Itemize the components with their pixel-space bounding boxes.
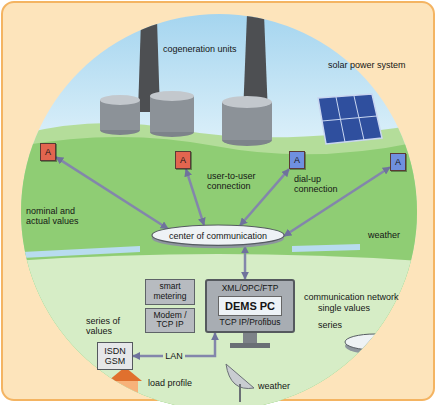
dish-mast bbox=[239, 384, 241, 402]
signal-box: A bbox=[390, 153, 406, 171]
node-text: A bbox=[180, 155, 186, 165]
connector bbox=[284, 167, 390, 236]
edge-label: dial-up connection bbox=[294, 174, 344, 195]
gateway-box: ISDN GSM bbox=[97, 342, 133, 371]
tank bbox=[222, 96, 272, 108]
caption-label: cogeneration units bbox=[163, 44, 237, 54]
caption-label: communication network bbox=[304, 292, 399, 302]
hub-face bbox=[152, 225, 284, 245]
connector bbox=[186, 169, 204, 225]
data-flow-band bbox=[292, 244, 360, 252]
node-text: center of communication bbox=[169, 231, 267, 241]
edge-label: LAN bbox=[163, 351, 185, 361]
node-text: XML/OPC/FTP bbox=[222, 284, 279, 294]
tank bbox=[100, 95, 140, 105]
tank bbox=[150, 96, 194, 132]
data-flow-band bbox=[22, 246, 140, 258]
dems-pc: XML/OPC/FTP DEMS PCTCP IP/Profibus bbox=[205, 279, 295, 333]
monitor-base bbox=[230, 343, 270, 348]
edge-label: nominal and actual values bbox=[26, 206, 88, 227]
caption-label: weather bbox=[368, 230, 400, 240]
signal-box: A bbox=[40, 143, 56, 161]
node-text: DEMS PC bbox=[218, 296, 282, 317]
node-text: A bbox=[45, 147, 51, 157]
caption-label: series of values bbox=[86, 316, 128, 337]
hill bbox=[0, 137, 436, 405]
lower-ground bbox=[0, 254, 436, 405]
far-hill bbox=[0, 122, 436, 405]
network-disc bbox=[345, 334, 405, 350]
signal-box: A bbox=[175, 151, 191, 169]
caption-label: load profile bbox=[148, 378, 192, 388]
caption-label: single values bbox=[318, 303, 370, 313]
solar-panel bbox=[318, 94, 382, 144]
communication-hub: center of communication bbox=[151, 223, 285, 249]
tank bbox=[150, 91, 194, 101]
node-text: ISDN GSM bbox=[100, 346, 130, 367]
node-text: A bbox=[395, 157, 401, 167]
house bbox=[112, 380, 138, 404]
node-text: A bbox=[294, 155, 300, 165]
node-text: TCP IP/Profibus bbox=[220, 318, 281, 328]
node-text: Modem / TCP IP bbox=[145, 308, 195, 334]
metering-box: smart meteringModem / TCP IP bbox=[145, 279, 195, 333]
caption-label: solar power system bbox=[328, 60, 406, 70]
caption-label: weather bbox=[258, 381, 290, 391]
edge-label: user-to-user connection bbox=[207, 171, 263, 192]
caption-label: series bbox=[318, 320, 342, 330]
signal-box: A bbox=[289, 151, 305, 169]
connector bbox=[244, 246, 247, 279]
node-text: smart metering bbox=[145, 279, 195, 305]
solar-grid bbox=[322, 116, 377, 121]
